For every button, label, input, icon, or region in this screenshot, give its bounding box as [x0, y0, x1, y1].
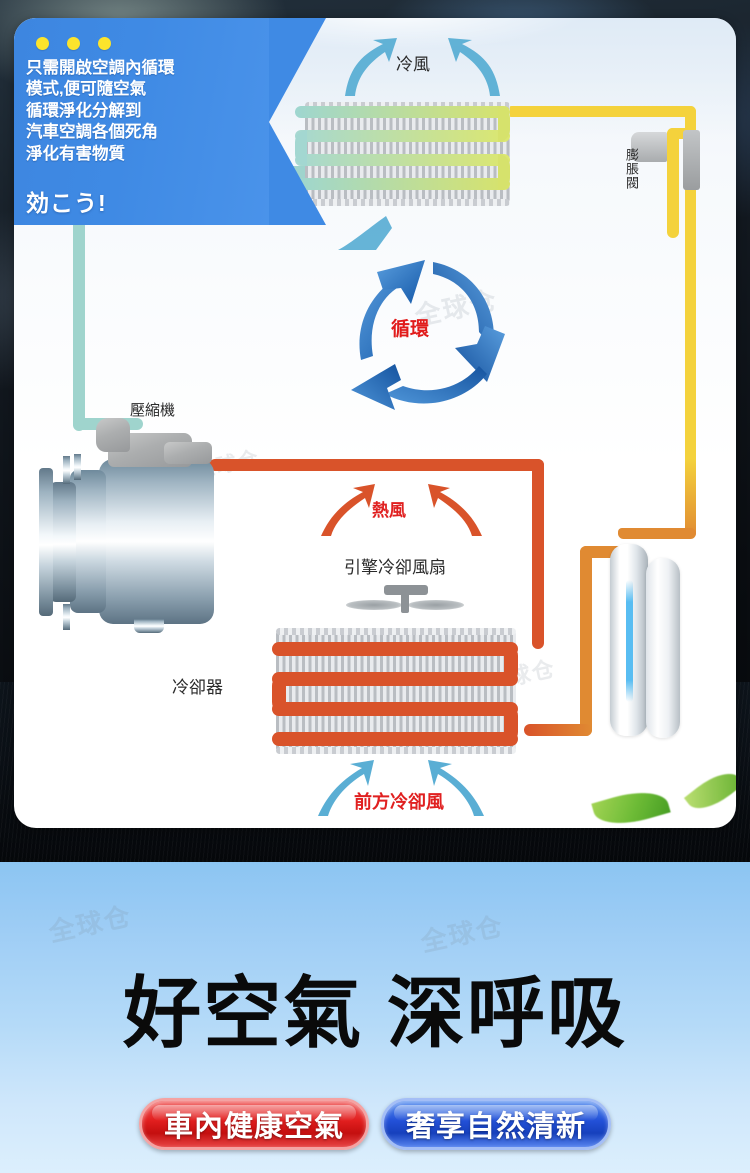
leaf-decoration: [591, 783, 671, 828]
promo-pill-row: 車內健康空氣 奢享自然清新: [0, 1098, 750, 1150]
promo-headline: 好空氣 深呼吸: [123, 969, 627, 1057]
evaporator-coil: [295, 102, 520, 206]
orange-pipe-left-drop: [580, 546, 592, 736]
hot-pipe-right-drop: [532, 459, 544, 649]
pill-natural-freshness[interactable]: 奢享自然清新: [381, 1098, 612, 1150]
orange-pipe-to-tank: [618, 528, 696, 539]
coil-bend: [504, 702, 518, 746]
coil-segment: [295, 178, 510, 190]
label-compressor: 壓縮機: [130, 402, 176, 419]
front-cooling-air-arrow-right: [428, 760, 484, 816]
compressor-bracket: [63, 604, 70, 630]
yellow-pipe-right: [685, 106, 696, 526]
leaf-decoration-small: [683, 763, 736, 819]
coil-segment: [295, 106, 510, 118]
receiver-dryer-tank-right: [646, 558, 680, 738]
banner-line-3: 循環淨化分解到: [26, 101, 142, 120]
coil-segment: [272, 702, 518, 716]
compressor-clutch: [50, 482, 76, 602]
fan-blade-left: [346, 600, 402, 610]
coil-bend: [498, 154, 510, 190]
banner-dot: [36, 37, 49, 50]
label-front-cooling-air: 前方冷卻風: [354, 792, 444, 812]
fan-hub-top: [384, 585, 428, 595]
label-cold-air: 冷風: [396, 55, 430, 74]
banner-line-2: 模式,便可隨空氣: [26, 80, 147, 99]
banner-dot: [67, 37, 80, 50]
orange-pipe-to-condenser: [524, 724, 592, 736]
tank-sight-glass: [626, 580, 633, 702]
hot-air-arrow-right: [428, 484, 482, 536]
banner-line-1: 只需開啟空調內循環: [26, 59, 175, 77]
label-hot-air: 熱風: [372, 501, 406, 520]
coil-segment: [272, 642, 518, 656]
hot-air-arrow-left: [321, 484, 375, 536]
yellow-pipe-top: [506, 106, 696, 117]
promo-panel: 全球仓 全球仓 好空氣 深呼吸: [0, 862, 750, 1173]
label-expansion-valve: 膨脹閥: [624, 148, 639, 190]
coil-segment: [272, 732, 518, 746]
cold-air-arrow-left: [345, 38, 397, 96]
compressor-body: [99, 459, 214, 624]
expansion-valve-stem: [683, 130, 700, 190]
info-banner-arrow: [269, 18, 326, 225]
coil-bend: [504, 642, 518, 686]
compressor-foot: [134, 619, 164, 633]
compressor-midsection: [70, 470, 106, 613]
compressor-bracket: [74, 454, 81, 480]
compressor-discharge-port: [164, 442, 212, 464]
front-cooling-air-arrow-left: [318, 760, 374, 816]
condenser-coil: [266, 628, 528, 754]
orange-pipe-elbow: [618, 528, 629, 536]
fan-shaft: [401, 591, 409, 613]
coil-segment: [272, 672, 518, 686]
label-circulation: 循環: [391, 319, 430, 340]
promo-watermark: 全球仓: [418, 910, 507, 958]
circulation-arrows: [351, 260, 505, 410]
label-engine-cooling-fan: 引擎冷卻風扇: [344, 558, 446, 577]
banner-text-block: 只需開啟空調內循環 模式,便可隨空氣 循環淨化分解到 汽車空調各個死角 淨化有害…: [26, 58, 276, 165]
coil-segment: [295, 154, 510, 166]
yellow-pipe-valve-branch: [667, 128, 679, 238]
coil-bend: [272, 672, 286, 716]
compressor-pulley: [39, 468, 53, 616]
cold-air-arrow-right: [448, 38, 500, 96]
pill-healthy-cabin-air[interactable]: 車內健康空氣: [138, 1098, 369, 1150]
compressor-bracket: [63, 456, 70, 484]
banner-dot: [98, 37, 111, 50]
label-condenser: 冷卻器: [172, 678, 223, 697]
banner-dots: [36, 37, 111, 50]
banner-japanese-slogan: 効こう!: [26, 190, 107, 216]
cold-air-arrow-lower: [338, 216, 392, 250]
banner-line-4: 汽車空調各個死角: [26, 123, 158, 142]
compressor-inlet-port: [96, 418, 130, 452]
hot-pipe-top: [209, 459, 544, 471]
banner-line-5: 淨化有害物質: [26, 144, 125, 163]
cold-pipe-vertical: [73, 166, 85, 431]
promo-watermark: 全球仓: [46, 900, 135, 948]
orange-pipe-riser: [685, 458, 696, 538]
coil-segment: [295, 130, 510, 142]
fan-blade-right: [408, 600, 464, 610]
